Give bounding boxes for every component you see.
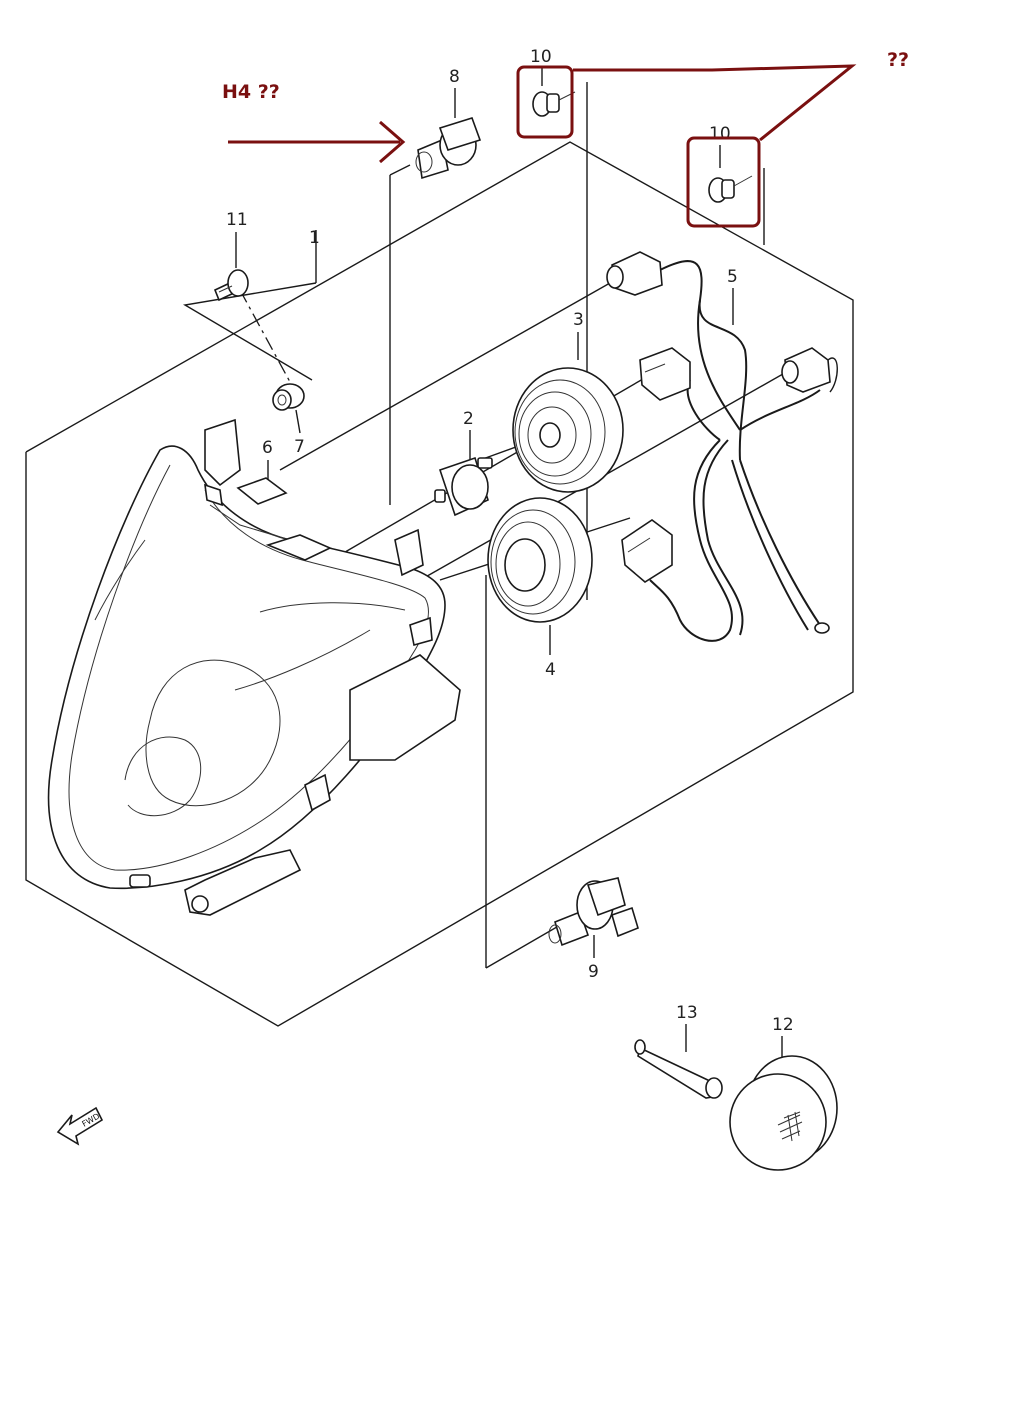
callout-2: 2 xyxy=(463,409,474,429)
callout-8: 8 xyxy=(449,67,460,87)
callout-9: 9 xyxy=(588,962,599,982)
annotation-connector xyxy=(573,64,857,142)
callout-13: 13 xyxy=(676,1003,698,1023)
fwd-arrow-icon: FWD xyxy=(56,1106,104,1146)
callout-numbers: 1 2 3 4 5 6 7 8 9 10 10 11 12 13 xyxy=(226,47,794,1035)
highlight-box-bulb-a xyxy=(516,65,574,139)
rubber-cover-upper xyxy=(512,367,624,493)
annotation-arrow-icon xyxy=(228,120,406,164)
callout-3: 3 xyxy=(573,310,584,330)
callout-12: 12 xyxy=(772,1015,794,1035)
rubber-cover-lower xyxy=(487,497,593,623)
bolt-bracket xyxy=(182,230,317,383)
grommet xyxy=(272,383,305,411)
question-annotation: ?? xyxy=(887,49,909,71)
label-sticker xyxy=(236,477,288,505)
cap xyxy=(729,1055,838,1171)
spacer xyxy=(634,1039,723,1099)
position-bulb-a xyxy=(532,91,576,117)
callout-10-lower: 10 xyxy=(709,124,731,144)
headlamp-housing xyxy=(47,418,461,916)
callout-4: 4 xyxy=(545,660,556,680)
position-bulb-b xyxy=(708,175,753,203)
callout-6: 6 xyxy=(262,438,273,458)
callout-7: 7 xyxy=(294,437,305,457)
assembly-box xyxy=(25,82,854,1027)
callout-11: 11 xyxy=(226,210,248,230)
h4-annotation: H4 ?? xyxy=(222,81,280,103)
bulb-socket xyxy=(434,456,493,517)
h4-bulb xyxy=(415,117,482,180)
highlight-box-bulb-b xyxy=(686,136,761,228)
bolt xyxy=(213,269,249,302)
low-beam-bulb xyxy=(548,877,639,947)
wiring-harness xyxy=(606,251,838,642)
callout-10-upper: 10 xyxy=(530,47,552,67)
callout-1: 1 xyxy=(309,228,320,248)
callout-5: 5 xyxy=(727,267,738,287)
annotation-overlay: H4 ?? ?? xyxy=(222,49,909,228)
